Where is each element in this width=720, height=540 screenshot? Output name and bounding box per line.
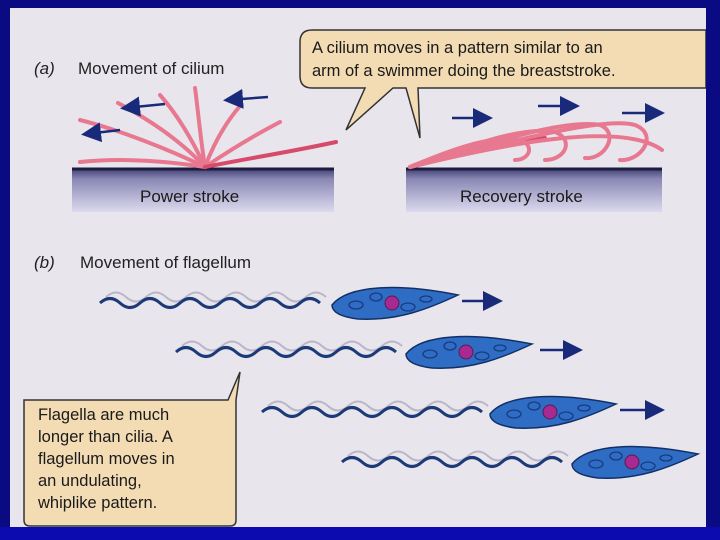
arrow-left-icon xyxy=(120,96,166,117)
flag-callout-line-2: longer than cilia. A xyxy=(38,428,173,446)
nucleus-3 xyxy=(542,404,558,420)
organelle xyxy=(640,461,656,471)
arrow-left-icon xyxy=(81,122,121,143)
cilium-pos-7 xyxy=(78,157,207,169)
part-a-title: Movement of cilium xyxy=(78,59,224,78)
part-a-letter: (a) xyxy=(34,59,55,78)
nucleus-2 xyxy=(458,344,474,360)
organelle xyxy=(659,454,673,462)
callout-bubble xyxy=(23,371,241,527)
power-stroke-cilia xyxy=(78,86,338,169)
nucleus-1 xyxy=(384,295,400,311)
callout-bubble xyxy=(299,29,706,139)
flag-callout-line-4: an undulating, xyxy=(38,472,142,490)
flagellum-ghost-2 xyxy=(181,340,403,352)
recovery-stroke-cilia xyxy=(408,121,664,169)
organelle xyxy=(506,409,522,419)
flag-callout-line-1: Flagella are much xyxy=(38,406,169,424)
cilium-pos-6 xyxy=(203,120,282,169)
cilium-pos-3 xyxy=(158,93,207,169)
flagellum-3 xyxy=(260,406,484,418)
flagellum-ghost-3 xyxy=(267,400,489,412)
nucleus-4 xyxy=(624,454,640,470)
organelle xyxy=(577,404,591,412)
organelle xyxy=(422,349,438,359)
power-base-plate xyxy=(72,168,334,212)
recovery-pos-6 xyxy=(408,134,664,169)
cilium-callout: A cilium moves in a pattern similar to a… xyxy=(299,29,706,139)
organelle xyxy=(493,344,507,352)
recovery-stroke-label: Recovery stroke xyxy=(460,187,583,206)
callout-line-2: arm of a swimmer doing the breaststroke. xyxy=(312,62,616,80)
flagellated-cells xyxy=(98,286,701,479)
organelle xyxy=(400,302,416,312)
cilium-pos-4 xyxy=(193,86,207,169)
flag-callout-line-5: whiplike pattern. xyxy=(37,494,157,512)
flag-callout-line-3: flagellum moves in xyxy=(38,450,175,468)
part-b-title: Movement of flagellum xyxy=(80,253,251,272)
recovery-stroke-arrows xyxy=(452,96,665,128)
cilium-pos-8 xyxy=(203,140,338,169)
organelle xyxy=(527,401,541,411)
recovery-stroke-base: Recovery stroke xyxy=(406,167,662,212)
part-b-letter: (b) xyxy=(34,253,55,272)
figure-panel: (a) Movement of cilium A cilium moves in… xyxy=(10,8,706,527)
organelle xyxy=(369,292,383,302)
recovery-base-plate xyxy=(406,168,662,212)
flagellum-callout: Flagella are much longer than cilia. A f… xyxy=(23,371,241,527)
flagellum-1 xyxy=(98,297,322,309)
organelle xyxy=(443,341,457,351)
organelle xyxy=(348,300,364,310)
slide-bottom-band xyxy=(0,527,720,540)
cilium-pos-5 xyxy=(203,104,242,169)
power-stroke-arrows xyxy=(81,88,269,143)
organelle xyxy=(588,459,604,469)
flagellum-2 xyxy=(174,346,398,358)
flagellum-ghost-1 xyxy=(105,291,327,303)
power-stroke-base: Power stroke xyxy=(72,167,334,212)
power-stroke-label: Power stroke xyxy=(140,187,239,206)
organelle xyxy=(474,351,490,361)
arrow-left-icon xyxy=(223,88,269,109)
organelle xyxy=(419,295,433,303)
callout-line-1: A cilium moves in a pattern similar to a… xyxy=(312,39,603,57)
recovery-pos-4 xyxy=(408,122,612,169)
organelle xyxy=(558,411,574,421)
organelle xyxy=(609,451,623,461)
flagellum-4 xyxy=(340,456,564,468)
flagellum-ghost-4 xyxy=(347,450,569,462)
cilia-flagella-diagram: (a) Movement of cilium A cilium moves in… xyxy=(23,29,706,527)
